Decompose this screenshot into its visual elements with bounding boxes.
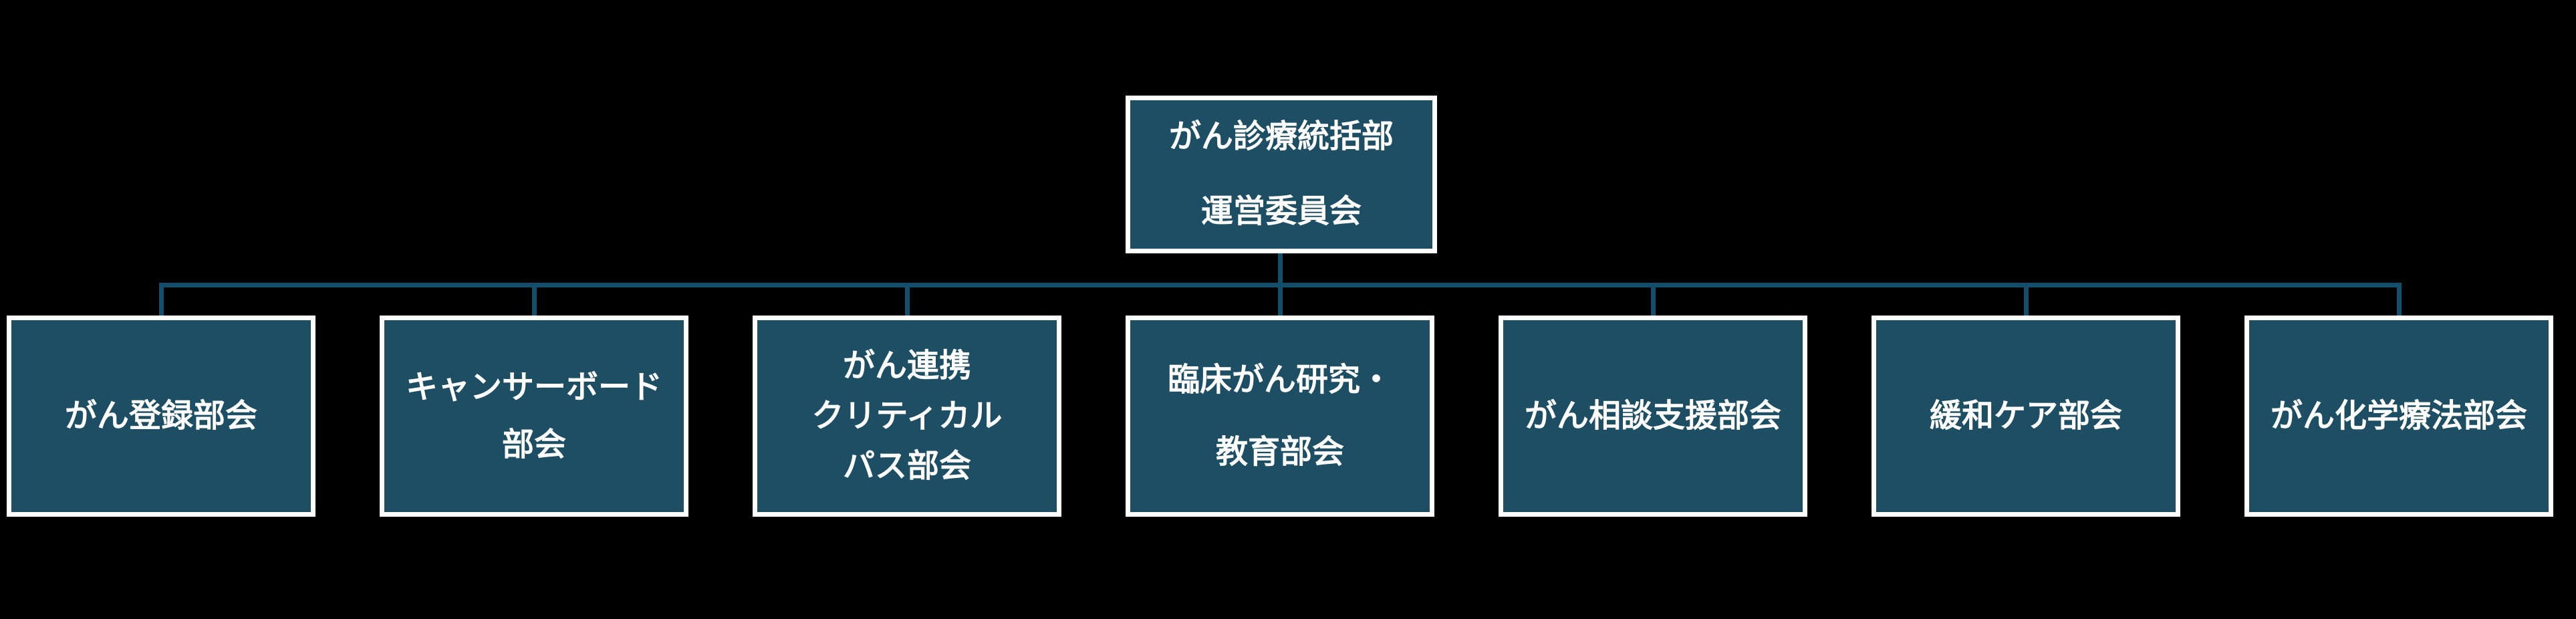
org-node-chemotherapy: がん化学療法部会 — [2244, 316, 2553, 517]
connector-drop-7 — [2397, 287, 2402, 316]
connector-drop-4 — [1278, 287, 1283, 316]
org-node-label-line: 教育部会 — [1215, 434, 1344, 470]
connector-bus — [159, 283, 2402, 287]
connector-drop-2 — [532, 287, 537, 316]
org-node-label-line: 臨床がん研究・ — [1167, 362, 1392, 398]
org-node-root: がん診療統括部 運営委員会 — [1126, 96, 1437, 253]
org-node-label-line: がん連携 — [842, 348, 971, 384]
org-node-consultation-support: がん相談支援部会 — [1499, 316, 1807, 517]
org-node-label-line: がん相談支援部会 — [1524, 398, 1781, 434]
connector-drop-3 — [905, 287, 910, 316]
connector-drop-5 — [1651, 287, 1656, 316]
org-node-label-line: キャンサーボード — [405, 369, 662, 405]
org-node-clinical-research-education: 臨床がん研究・ 教育部会 — [1126, 316, 1434, 517]
org-node-cancer-board: キャンサーボード 部会 — [380, 316, 688, 517]
org-node-label-line: 緩和ケア部会 — [1929, 398, 2122, 434]
org-node-label-line: 部会 — [501, 426, 566, 463]
org-node-label-line: がん登録部会 — [64, 398, 257, 434]
org-node-label-line: がん化学療法部会 — [2270, 398, 2527, 434]
org-node-label-line: クリティカル — [811, 398, 1003, 434]
org-node-palliative-care: 緩和ケア部会 — [1872, 316, 2180, 517]
org-node-cancer-registry: がん登録部会 — [7, 316, 315, 517]
org-node-root-line-1: がん診療統括部 — [1168, 119, 1394, 154]
org-node-critical-path: がん連携 クリティカル パス部会 — [753, 316, 1061, 517]
connector-drop-1 — [159, 287, 164, 316]
org-node-label-line: パス部会 — [842, 449, 971, 484]
connector-drop-6 — [2024, 287, 2029, 316]
org-node-root-line-2: 運営委員会 — [1200, 194, 1362, 229]
connector-root-stub — [1278, 253, 1283, 287]
